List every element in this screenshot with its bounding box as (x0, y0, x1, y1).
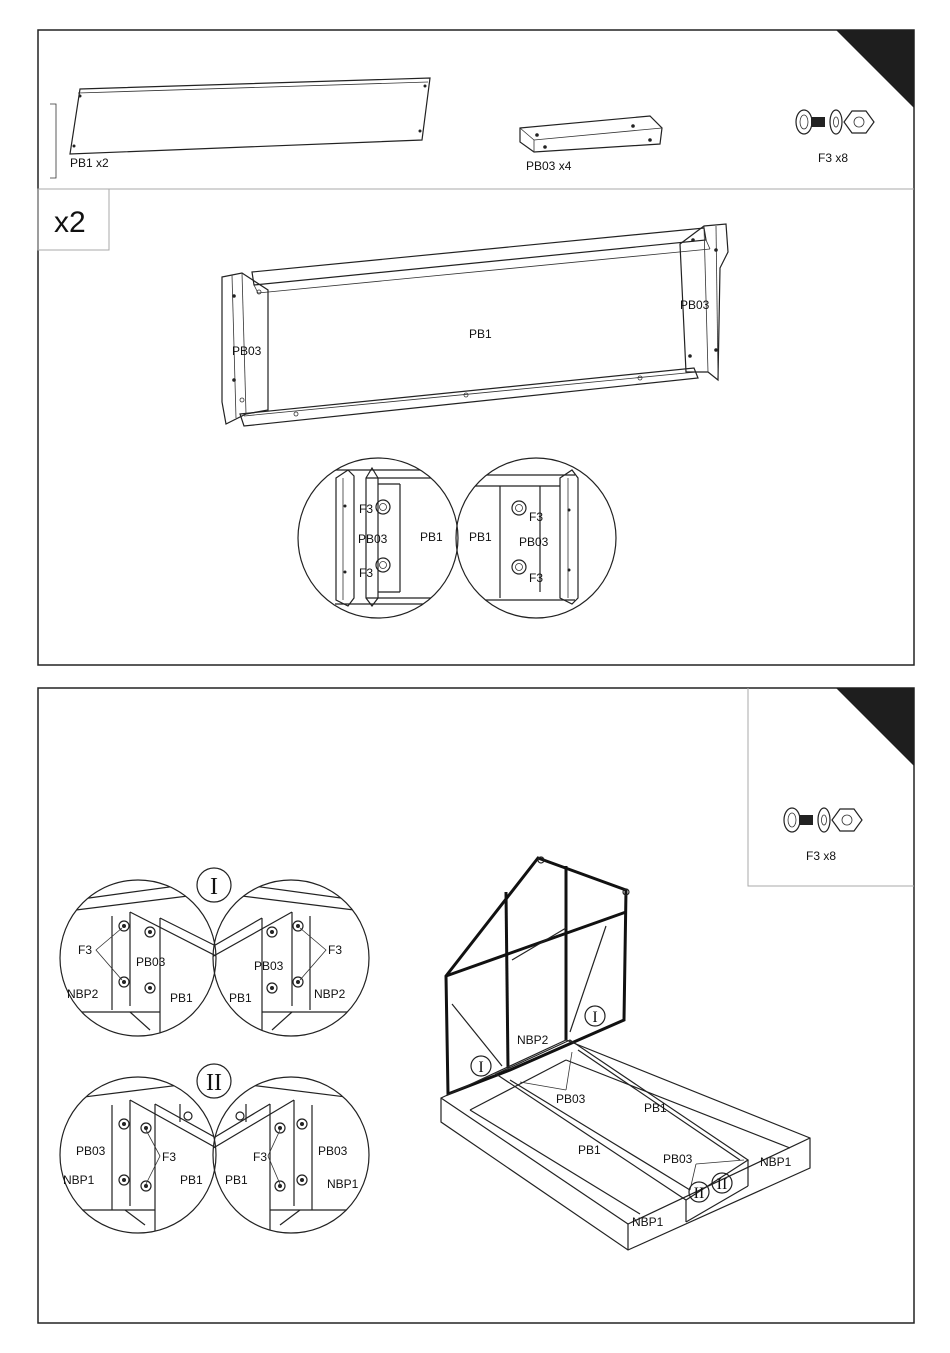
bolt-head-icon (119, 1119, 129, 1129)
step-corner-mark (836, 30, 914, 108)
multiplier-label: x2 (54, 206, 86, 239)
detail-1-right-nbp2: NBP2 (314, 987, 346, 1001)
bolt-head-icon (236, 1112, 244, 1120)
detail-2-right-pb1: PB1 (225, 1173, 248, 1187)
detail-1-left-f3: F3 (78, 943, 92, 957)
main-pb1-a-label: PB1 (644, 1101, 667, 1115)
step-2-panel (38, 688, 914, 1323)
assembly-pb1-label: PB1 (469, 327, 492, 341)
bolt-head-icon (119, 1175, 129, 1185)
step-1-panel (38, 30, 914, 665)
callout-i-label: I (210, 874, 218, 900)
main-nbp1-a-label: NBP1 (632, 1215, 664, 1229)
assembly-pb03-left-label: PB03 (232, 344, 262, 358)
bolt-head-icon (512, 560, 526, 574)
main-nbp1-b-label: NBP1 (760, 1155, 792, 1169)
main-callout-i-a: I (478, 1059, 483, 1076)
bolt-head-icon (145, 983, 155, 993)
bolt-head-icon (275, 1123, 285, 1133)
detail-left-pb03: PB03 (358, 532, 388, 546)
detail-2-left-nbp1: NBP1 (63, 1173, 95, 1187)
bolt-head-icon (275, 1181, 285, 1191)
detail-1-right-pb03: PB03 (254, 959, 284, 973)
main-assembly-drawing (441, 857, 810, 1250)
main-pb1-b-label: PB1 (578, 1143, 601, 1157)
assembly-pb03-right-label: PB03 (680, 298, 710, 312)
part-pb03-drawing (520, 116, 662, 152)
bolt-head-icon (297, 1119, 307, 1129)
bolt-head-icon (141, 1181, 151, 1191)
detail-2-right (210, 1077, 370, 1240)
part-pb03-label: PB03 x4 (526, 159, 572, 173)
bolt-icon (796, 110, 874, 134)
detail-1-left-pb03: PB03 (136, 955, 166, 969)
bolt-head-icon (512, 501, 526, 515)
detail-1-left-pb1: PB1 (170, 991, 193, 1005)
bolt-head-icon (184, 1112, 192, 1120)
main-callout-i-b: I (592, 1009, 597, 1026)
detail-2-right-f3: F3 (253, 1150, 267, 1164)
detail-1-right-pb1: PB1 (229, 991, 252, 1005)
bolt-head-icon (267, 983, 277, 993)
detail-1-right-f3: F3 (328, 943, 342, 957)
main-nbp2-label: NBP2 (517, 1033, 549, 1047)
main-callout-ii-a: II (694, 1185, 705, 1202)
detail-left-f3-bottom: F3 (359, 566, 373, 580)
detail-left-pb1: PB1 (420, 530, 443, 544)
bolt-head-icon (141, 1123, 151, 1133)
main-callout-ii-b: II (717, 1176, 728, 1193)
step2-f3-label: F3 x8 (806, 849, 836, 863)
step-corner-mark (836, 688, 914, 766)
detail-left-f3-top: F3 (359, 502, 373, 516)
part-f3-label: F3 x8 (818, 151, 848, 165)
part-pb1-label: PB1 x2 (70, 156, 109, 170)
detail-right-pb03: PB03 (519, 535, 549, 549)
detail-2-left (60, 1077, 220, 1240)
bolt-icon (784, 808, 862, 832)
bolt-head-icon (267, 927, 277, 937)
detail-2-right-nbp1: NBP1 (327, 1177, 359, 1191)
detail-2-left-pb03: PB03 (76, 1144, 106, 1158)
bolt-head-icon (297, 1175, 307, 1185)
main-pb03-b-label: PB03 (663, 1152, 693, 1166)
detail-2-right-pb03: PB03 (318, 1144, 348, 1158)
frame-assembly-drawing (222, 224, 728, 426)
detail-right-pb1: PB1 (469, 530, 492, 544)
bolt-head-icon (145, 927, 155, 937)
detail-1-left-nbp2: NBP2 (67, 987, 99, 1001)
detail-2-left-pb1: PB1 (180, 1173, 203, 1187)
main-pb03-a-label: PB03 (556, 1092, 586, 1106)
detail-1-right (210, 880, 370, 1040)
detail-right-f3-top: F3 (529, 510, 543, 524)
detail-right-f3-bottom: F3 (529, 571, 543, 585)
callout-ii-label: II (206, 1070, 222, 1096)
detail-2-left-f3: F3 (162, 1150, 176, 1164)
